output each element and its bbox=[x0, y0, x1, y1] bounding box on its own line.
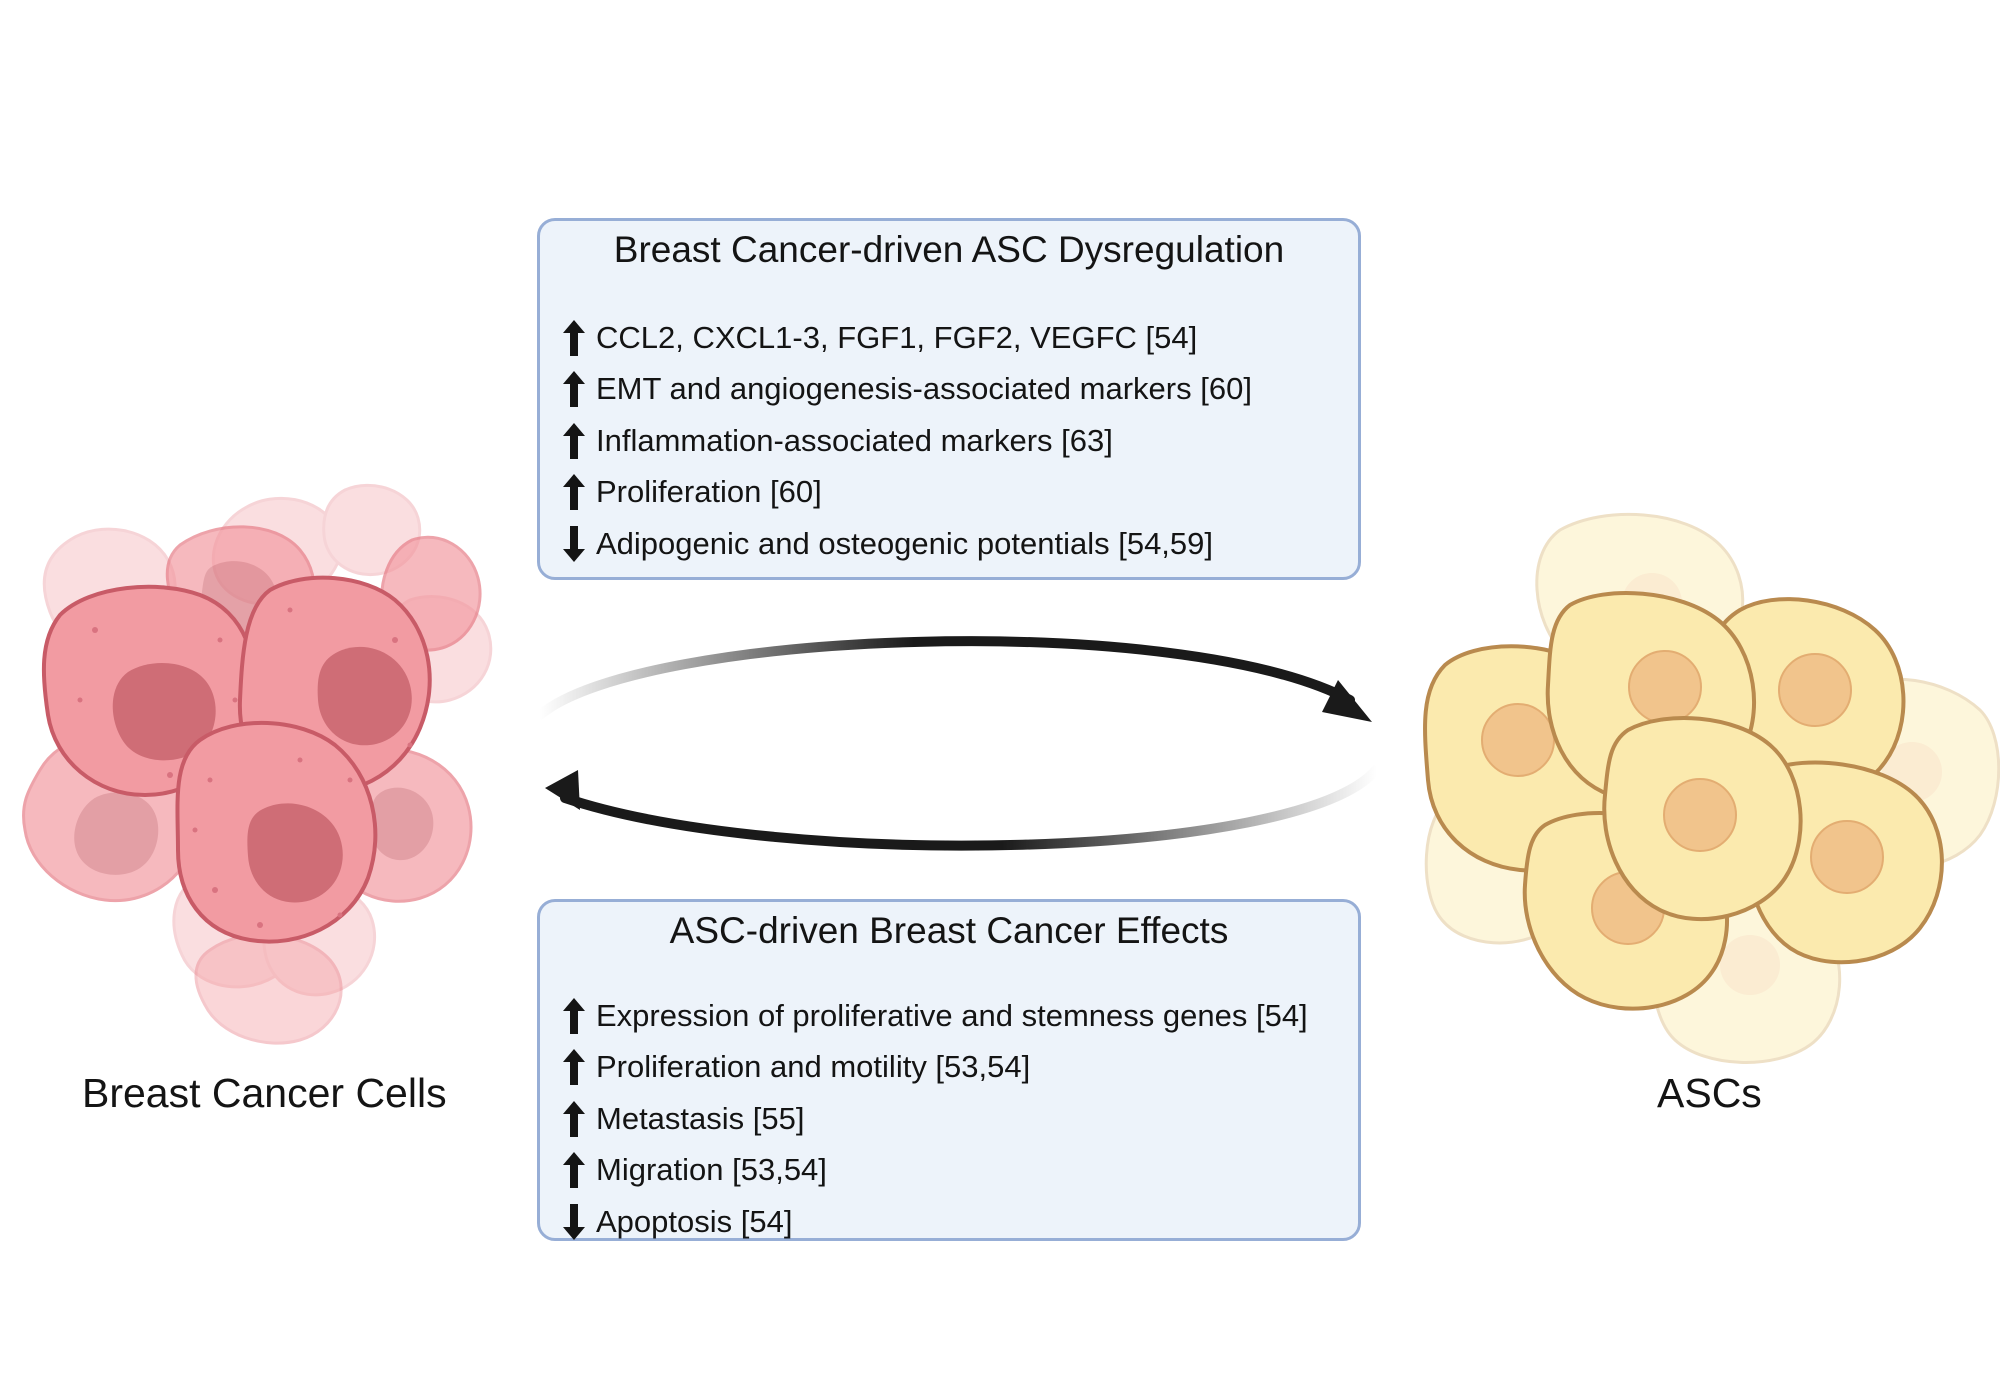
up-arrow-icon bbox=[562, 319, 586, 357]
dysregulation-list: CCL2, CXCL1-3, FGF1, FGF2, VEGFC [54] EMT… bbox=[540, 312, 1358, 570]
list-item: Expression of proliferative and stemness… bbox=[540, 990, 1358, 1042]
arrow-to-breast-cancer-cells bbox=[560, 765, 1381, 851]
list-item-text: Apoptosis [54] bbox=[596, 1203, 793, 1239]
list-item: CCL2, CXCL1-3, FGF1, FGF2, VEGFC [54] bbox=[540, 312, 1358, 364]
down-arrow-icon bbox=[562, 1203, 586, 1241]
breast-cancer-cells-label: Breast Cancer Cells bbox=[82, 1070, 447, 1116]
up-arrow-icon bbox=[562, 370, 586, 408]
cycle-arrows bbox=[535, 636, 1381, 851]
list-item: Inflammation-associated markers [63] bbox=[540, 415, 1358, 467]
down-arrow-icon bbox=[562, 525, 586, 563]
up-arrow-icon bbox=[562, 422, 586, 460]
effects-box: ASC-driven Breast Cancer Effects Express… bbox=[537, 899, 1361, 1241]
list-item-text: Inflammation-associated markers [63] bbox=[596, 422, 1113, 458]
effects-list: Expression of proliferative and stemness… bbox=[540, 990, 1358, 1248]
list-item-text: Expression of proliferative and stemness… bbox=[596, 997, 1308, 1033]
breast-cancer-cells-illustration bbox=[21, 483, 493, 1045]
list-item-text: CCL2, CXCL1-3, FGF1, FGF2, VEGFC [54] bbox=[596, 319, 1198, 355]
effects-title: ASC-driven Breast Cancer Effects bbox=[669, 910, 1229, 951]
list-item-text: EMT and angiogenesis-associated markers … bbox=[596, 371, 1252, 407]
list-item: Proliferation and motility [53,54] bbox=[540, 1042, 1358, 1094]
up-arrow-icon bbox=[562, 1100, 586, 1138]
ascs-label: ASCs bbox=[1657, 1070, 1762, 1116]
up-arrow-icon bbox=[562, 1048, 586, 1086]
dysregulation-box: Breast Cancer-driven ASC Dysregulation C… bbox=[537, 218, 1361, 580]
list-item: EMT and angiogenesis-associated markers … bbox=[540, 364, 1358, 416]
up-arrow-icon bbox=[562, 473, 586, 511]
list-item: Proliferation [60] bbox=[540, 467, 1358, 519]
list-item: Apoptosis [54] bbox=[540, 1196, 1358, 1248]
list-item-text: Proliferation and motility [53,54] bbox=[596, 1049, 1031, 1085]
dysregulation-title: Breast Cancer-driven ASC Dysregulation bbox=[613, 229, 1285, 270]
list-item: Adipogenic and osteogenic potentials [54… bbox=[540, 518, 1358, 570]
list-item-text: Adipogenic and osteogenic potentials [54… bbox=[596, 525, 1214, 561]
list-item-text: Proliferation [60] bbox=[596, 474, 822, 510]
list-item: Metastasis [55] bbox=[540, 1093, 1358, 1145]
asc-cells-illustration bbox=[1423, 512, 2000, 1064]
up-arrow-icon bbox=[562, 997, 586, 1035]
list-item: Migration [53,54] bbox=[540, 1145, 1358, 1197]
arrow-to-ascs-head bbox=[1322, 680, 1372, 722]
arrow-to-breast-cancer-cells-head bbox=[545, 770, 580, 810]
list-item-text: Metastasis [55] bbox=[596, 1100, 805, 1136]
list-item-text: Migration [53,54] bbox=[596, 1152, 827, 1188]
up-arrow-icon bbox=[562, 1151, 586, 1189]
arrow-to-ascs bbox=[535, 636, 1355, 720]
